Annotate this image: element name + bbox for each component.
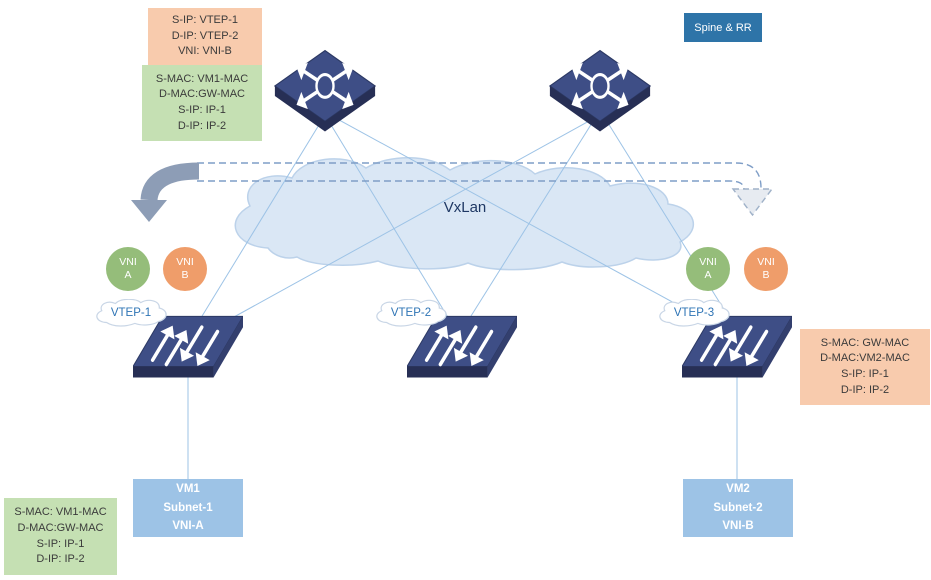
vtep-3-label: VTEP-3 [655, 299, 733, 327]
vni-a-badge-right: VNI A [686, 247, 730, 291]
packet-label-original-frame: S-MAC: VM1-MAC D-MAC:GW-MAC S-IP: IP-1 D… [4, 498, 117, 575]
vtep-2-label: VTEP-2 [372, 299, 450, 327]
vxlan-cloud-label: VxLan [443, 199, 487, 216]
packet-label-line: D-IP: VTEP-2 [171, 29, 239, 42]
packet-label-line: S-MAC: GW-MAC [820, 336, 910, 349]
packet-label-line: S-IP: IP-1 [178, 104, 226, 116]
vm-name: VM1 [176, 483, 200, 496]
packet-label-line: D-MAC:GW-MAC [17, 521, 104, 534]
packet-label-line: S-IP: VTEP-1 [171, 14, 239, 27]
vm-name: VM2 [726, 483, 750, 496]
spine-router-2-icon [548, 48, 652, 134]
vni-badge-letter: B [181, 269, 189, 281]
vxlan-tunnel-flow-path [197, 162, 762, 190]
vtep-2-label-text: VTEP-2 [390, 307, 432, 319]
packet-label-line: S-MAC: VM1-MAC [155, 72, 249, 85]
packet-label-line: D-IP: IP-2 [840, 383, 890, 396]
vni-b-badge-right: VNI B [744, 247, 788, 291]
packet-label-line: VNI: VNI-B [178, 45, 232, 58]
packet-label-line: D-IP: IP-2 [36, 553, 85, 566]
vm1-box: VM1 Subnet-1 VNI-A [133, 479, 243, 537]
vni-badge-text: VNI [757, 255, 775, 268]
vm-vni: VNI-B [722, 520, 754, 533]
vm2-box: VM2 Subnet-2 VNI-B [683, 479, 793, 537]
vni-badge-text: VNI [699, 255, 717, 268]
packet-label-inner-frame-top: S-MAC: VM1-MAC D-MAC:GW-MAC S-IP: IP-1 D… [142, 65, 262, 141]
packet-label-line: D-IP: IP-2 [177, 119, 227, 132]
packet-label-inner-frame-right: S-MAC: GW-MAC D-MAC:VM2-MAC S-IP: IP-1 D… [800, 329, 930, 405]
vtep-1-label-text: VTEP-1 [110, 307, 152, 319]
vni-badge-letter: B [762, 269, 770, 281]
packet-label-line: S-IP: IP-1 [841, 368, 889, 380]
packet-label-vxlan-header: S-IP: VTEP-1 D-IP: VTEP-2 VNI: VNI-B [148, 8, 262, 65]
vni-b-badge-left: VNI B [163, 247, 207, 291]
vni-badge-text: VNI [176, 255, 194, 268]
packet-label-line: S-IP: IP-1 [36, 537, 85, 550]
vm-subnet: Subnet-1 [163, 501, 213, 514]
vm-subnet: Subnet-2 [713, 501, 763, 514]
packet-label-line: D-MAC:VM2-MAC [820, 352, 910, 365]
vni-badge-text: VNI [119, 255, 137, 268]
packet-label-line: S-MAC: VM1-MAC [14, 506, 107, 519]
vm-vni: VNI-A [172, 520, 204, 533]
flow-arrowhead-icon [731, 188, 774, 217]
vtep-3-label-text: VTEP-3 [673, 307, 715, 319]
spine-router-1-icon [273, 48, 377, 134]
vni-badge-letter: A [704, 269, 712, 281]
packet-label-line: D-MAC:GW-MAC [159, 88, 245, 101]
vni-a-badge-left: VNI A [106, 247, 150, 291]
vtep-1-label: VTEP-1 [92, 299, 170, 327]
vni-badge-letter: A [124, 269, 132, 281]
vxlan-cloud-shape [234, 157, 695, 271]
uturn-arrow-icon [131, 162, 200, 222]
spine-rr-label: Spine & RR [684, 13, 762, 42]
